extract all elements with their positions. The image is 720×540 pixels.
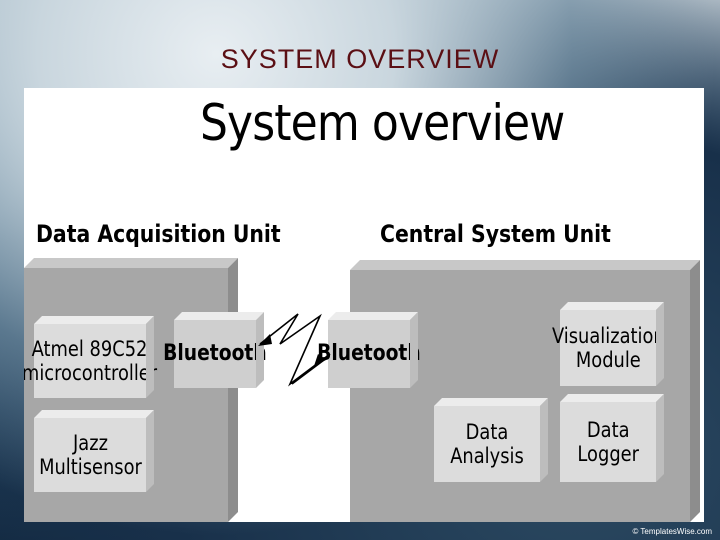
bluetooth-block-right: Bluetooth (317, 320, 421, 388)
data-analysis-label: Data Analysis (450, 419, 524, 468)
central-system-unit-label: Central System Unit (380, 220, 611, 248)
atmel-microcontroller-block: Atmel 89C52 microcontroller (24, 324, 158, 398)
bluetooth-left-label: Bluetooth (163, 341, 267, 367)
jazz-multisensor-block: Jazz Multisensor (34, 418, 146, 492)
data-logger-label: Data Logger (577, 417, 639, 466)
jazz-multisensor-label: Jazz Multisensor (38, 430, 142, 479)
bluetooth-block-left: Bluetooth (163, 320, 267, 388)
footer-credit: © TemplatesWise.com (632, 527, 712, 536)
bluetooth-right-label: Bluetooth (317, 341, 421, 367)
data-acquisition-unit-label: Data Acquisition Unit (36, 220, 281, 248)
atmel-microcontroller-label: Atmel 89C52 microcontroller (24, 336, 158, 385)
visualization-module-label: Visualization Module (551, 323, 665, 372)
data-logger-block: Data Logger (560, 402, 656, 482)
slide-title: SYSTEM OVERVIEW (220, 44, 500, 74)
data-analysis-block: Data Analysis (434, 406, 540, 482)
diagram-panel: System overview Data Acquisition Unit Ce… (24, 88, 704, 522)
visualization-module-block: Visualization Module (552, 310, 664, 386)
footer-credit-text: © TemplatesWise.com (632, 527, 712, 536)
diagram-title: System overview (200, 94, 565, 152)
